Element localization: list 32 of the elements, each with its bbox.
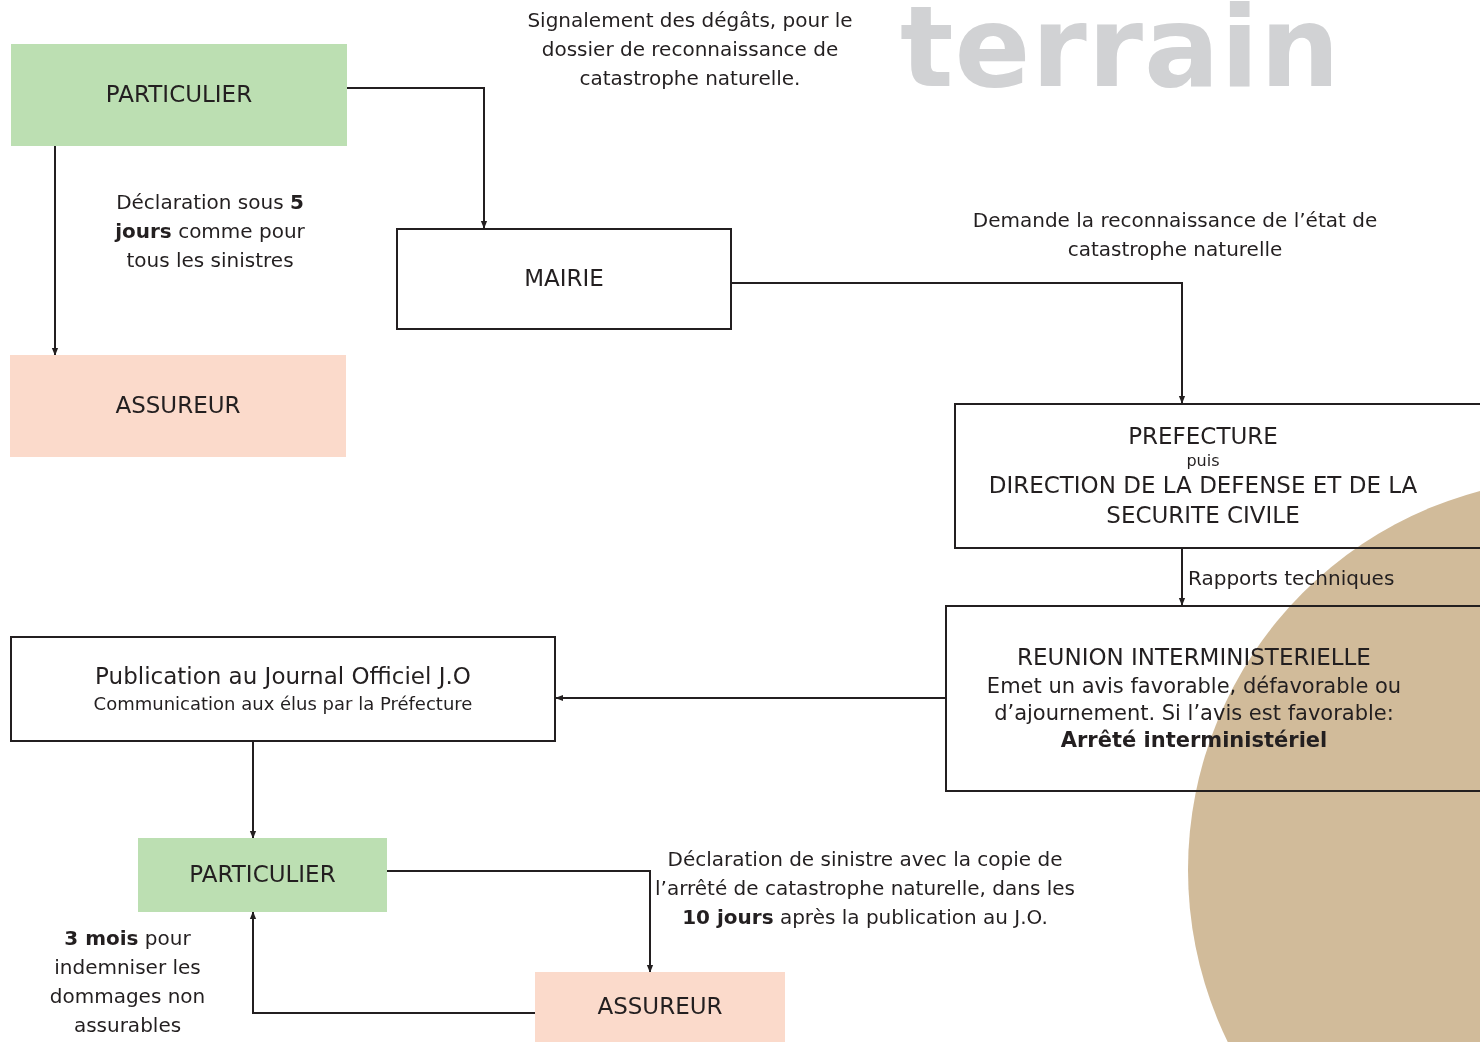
box-title: Publication au Journal Officiel J.O [95,662,471,692]
edge-label: Déclaration sous 5 jours comme pour tous les sinistres [113,189,306,274]
arrow [51,145,59,356]
process-box [535,972,785,1042]
edge-label: Signalement des dégâts, pour le dossier de reconnaissance de catastrophe naturelle. [526,7,854,92]
process-box [10,636,556,742]
process-box [10,355,346,457]
box-title: MAIRIE [524,264,604,294]
box-text: Communication aux élus par la Préfecture [93,692,473,716]
box-text: puis [1186,451,1220,471]
box-title: PARTICULIER [189,860,336,890]
edge-label: Déclaration de sinistre avec la copie de l’arrêté de catastrophe naturelle, dans les 10 jours après la publication au J.O. [654,846,1076,931]
edge-label: Demande la reconnaissance de l’état de catastrophe naturelle [971,207,1379,263]
box-text: Emet un avis favorable, défavorable ou d’ajournement. Si l’avis est favorable: [985,672,1403,727]
arrow [346,87,488,229]
process-box [11,44,347,146]
arrow [249,741,257,839]
process-box [945,605,1480,792]
arrow [249,911,536,1014]
box-title: ASSUREUR [115,391,241,421]
box-title: PARTICULIER [105,80,253,110]
edge-label: 3 mois pour indemniser les dommages non assurables [48,925,207,1039]
arrow [555,694,946,702]
process-box [138,838,387,912]
arrow [386,870,654,973]
arrow [1178,548,1186,606]
process-box [954,403,1480,549]
process-box [396,228,732,330]
box-text: DIRECTION DE LA DEFENSE ET DE LA SECURITE CIVILE [987,470,1419,530]
arrow [731,282,1186,404]
box-title: PREFECTURE [1128,421,1278,451]
box-title: ASSUREUR [597,992,723,1022]
